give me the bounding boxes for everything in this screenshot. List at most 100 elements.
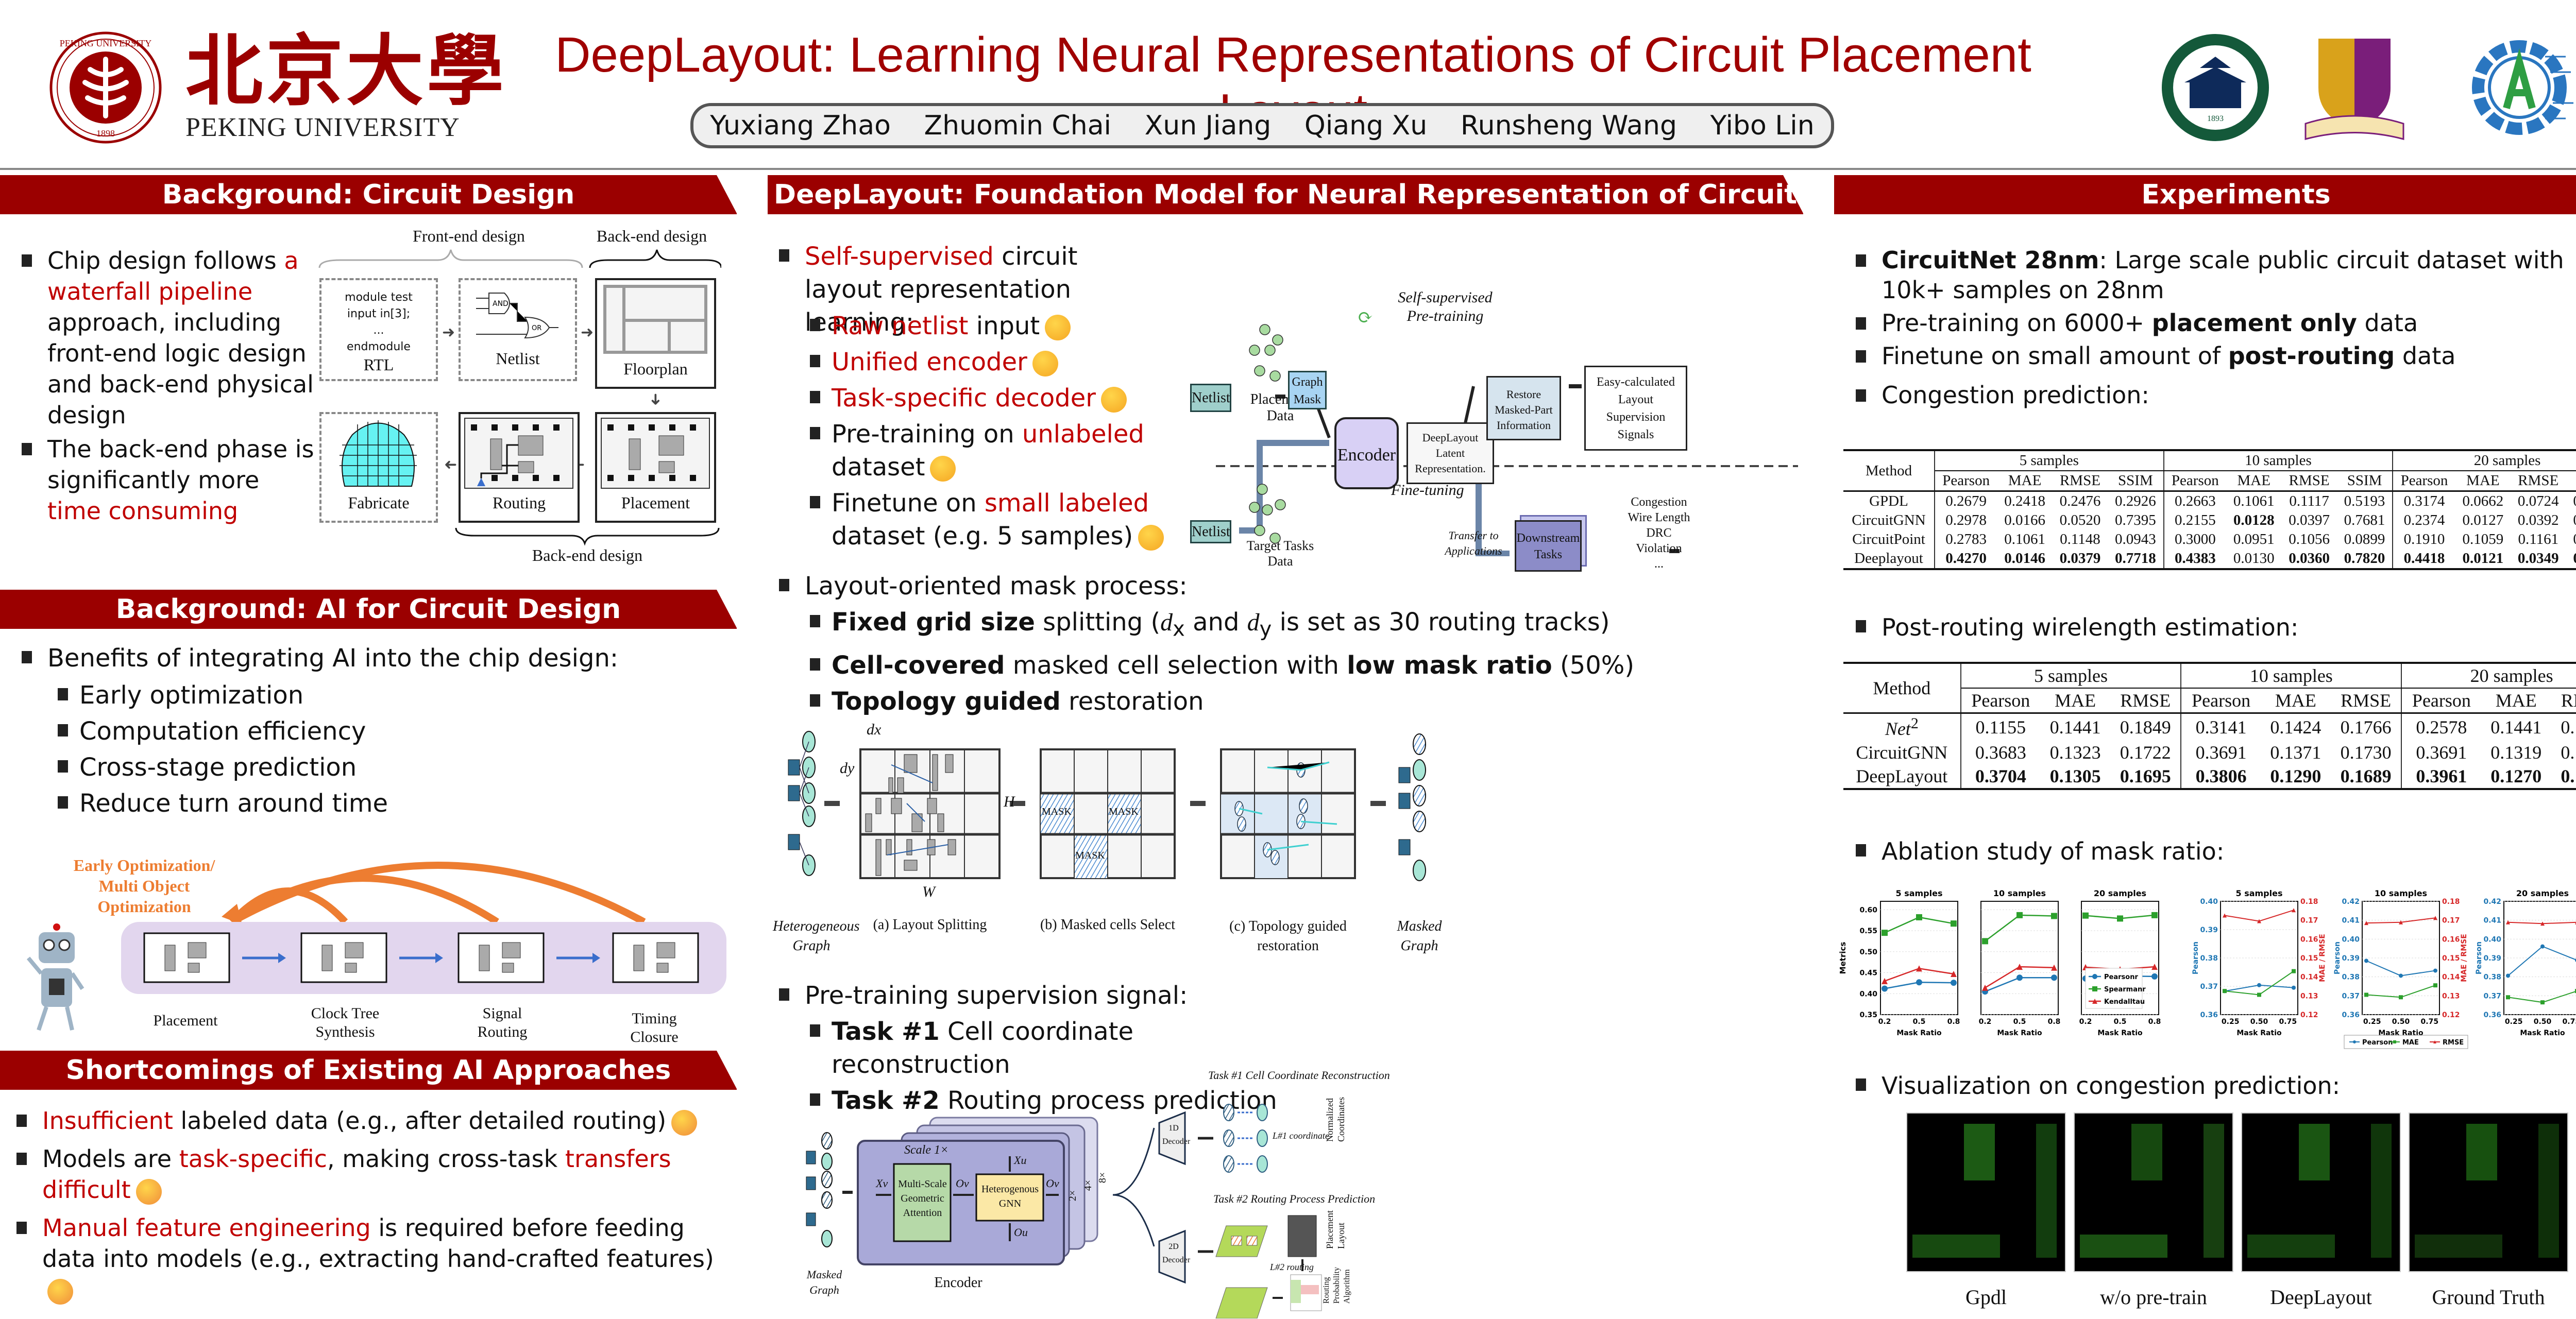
encoder-decoder-graphics bbox=[806, 1104, 1322, 1318]
data-point bbox=[2575, 989, 2576, 993]
data-point bbox=[2016, 912, 2023, 918]
author: Zhuomin Chai bbox=[924, 110, 1112, 141]
data-point bbox=[1951, 920, 1957, 927]
shortcomings-list: Insufficient labeled data (e.g., after d… bbox=[5, 1102, 726, 1308]
bullet-item: Chip design follows a waterfall pipeline… bbox=[10, 245, 319, 431]
mask-process-list: Layout-oriented mask process: bbox=[768, 567, 1798, 606]
encoder-box: Encoder bbox=[1334, 417, 1399, 489]
highlight-text: a waterfall pipeline bbox=[47, 247, 299, 305]
value-cell: 0.7693 bbox=[2566, 511, 2576, 530]
bold-text: Cell-covered bbox=[832, 650, 1005, 680]
x-tick-label: 0.5 bbox=[1913, 1018, 1926, 1026]
data-point bbox=[2353, 1040, 2356, 1043]
bold-text: placement only bbox=[2151, 309, 2357, 337]
x-tick-label: 0.5 bbox=[2114, 1018, 2127, 1026]
text: data bbox=[2395, 342, 2456, 370]
value-cell: 0.0379 bbox=[2059, 550, 2101, 567]
code-line: ... bbox=[373, 324, 384, 337]
left-y-tick-label: 0.37 bbox=[2483, 992, 2501, 1000]
visualization-heading: Visualization on congestion prediction: bbox=[1844, 1066, 2576, 1105]
highlight-text: task-specific bbox=[179, 1145, 327, 1173]
data-point bbox=[2292, 985, 2296, 990]
decoder-1d: 1D Decoder bbox=[1162, 1124, 1191, 1146]
value-cell: 0.1056 bbox=[2289, 531, 2330, 547]
data-point bbox=[2151, 964, 2158, 970]
xu-label: Xu bbox=[1014, 1154, 1027, 1167]
mask-process-diagram: dx dy H W MASK MASK MASK Heterogeneous G… bbox=[773, 711, 1803, 989]
value-cell: 0.1441 bbox=[2490, 717, 2542, 738]
bullet-item: Topology guided restoration bbox=[799, 685, 1777, 718]
math-sub: x bbox=[1173, 617, 1185, 641]
restore-info-box: Restore Masked-Part Information bbox=[1486, 376, 1561, 440]
value-cell: 0.1323 bbox=[2049, 742, 2101, 763]
right-y-tick-label: 0.12 bbox=[2300, 1011, 2318, 1019]
ablation-heading: Ablation study of mask ratio: bbox=[1844, 832, 2576, 871]
x-tick-label: 0.50 bbox=[2392, 1018, 2410, 1026]
math-text: d bbox=[1247, 609, 1260, 636]
peking-university-logo: PEKING UNIVERSITY 1898 bbox=[49, 31, 162, 144]
value-cell: 0.0943 bbox=[2108, 530, 2164, 549]
mask-diagram-graphics bbox=[788, 731, 1426, 881]
author: Xun Jiang bbox=[1144, 110, 1272, 141]
right-y-tick-label: 0.18 bbox=[2300, 898, 2318, 906]
y-axis-label: Metrics bbox=[1838, 942, 1848, 974]
section-heading-experiments: Experiments bbox=[1834, 175, 2576, 214]
left-y-tick-label: 0.38 bbox=[2483, 973, 2501, 982]
placement-icon bbox=[601, 418, 710, 489]
legend-box bbox=[2344, 1035, 2468, 1049]
panel-title: 5 samples bbox=[1895, 888, 1942, 898]
group-header: 10 samples bbox=[2181, 663, 2402, 689]
x-tick-label: 0.25 bbox=[2222, 1018, 2240, 1026]
data-point bbox=[2506, 920, 2510, 924]
bullet-item: Congestion prediction: bbox=[1844, 380, 2576, 410]
text: Pre-training on bbox=[832, 420, 1022, 449]
university-name-english: PEKING UNIVERSITY bbox=[185, 113, 460, 142]
column-header: RMSE bbox=[2551, 688, 2576, 714]
text: is set as 30 routing tracks) bbox=[1272, 608, 1610, 637]
highlight-text: unlabeled bbox=[1022, 420, 1144, 449]
or-gate-label: OR bbox=[532, 324, 541, 332]
value-cell: 0.1793 bbox=[2561, 717, 2576, 738]
code-line: module test bbox=[345, 291, 413, 304]
column-header: MAE bbox=[2226, 471, 2282, 492]
scale-2x: 2× bbox=[1067, 1190, 1079, 1202]
bullet-item: Pre-training on 6000+ placement only dat… bbox=[1844, 308, 2576, 338]
task2-title: Task #2 Routing Process Prediction bbox=[1213, 1192, 1376, 1205]
column-header: Pearson bbox=[2401, 688, 2481, 714]
text: approach, including front-end logic desi… bbox=[47, 309, 314, 429]
x-tick-label: 0.2 bbox=[2079, 1018, 2092, 1026]
text: dataset bbox=[832, 453, 925, 482]
column-header: Method bbox=[1843, 663, 1961, 714]
refresh-cycle-icon: ⟳ bbox=[1358, 307, 1374, 328]
column-header: MAE bbox=[2455, 471, 2511, 492]
height-label: H bbox=[1004, 793, 1015, 810]
column-header: Pearson bbox=[1934, 471, 1997, 492]
placement-layout-label: Placement Layout bbox=[1325, 1210, 1346, 1249]
text: , making cross-task bbox=[327, 1145, 565, 1173]
text: and bbox=[1184, 608, 1247, 637]
stage-label: Timing Closure bbox=[630, 1010, 679, 1046]
middle-column: DeepLayout: Foundation Model for Neural … bbox=[768, 175, 1804, 1319]
left-y-tick-label: 0.39 bbox=[2483, 954, 2501, 963]
ablation-chart-regression: 5 samples0.360.370.380.390.400.120.130.1… bbox=[2192, 888, 2576, 1049]
group-header: 5 samples bbox=[1934, 450, 2164, 471]
value-cell: 0.0662 bbox=[2462, 493, 2504, 509]
column-header: Method bbox=[1843, 450, 1935, 492]
highlight-text: Raw netlist bbox=[832, 312, 969, 340]
right-y-tick-label: 0.15 bbox=[2300, 954, 2318, 963]
data-point bbox=[1882, 930, 1888, 936]
value-cell: 0.0128 bbox=[2233, 512, 2275, 528]
legend-label: MAE bbox=[2402, 1039, 2419, 1047]
sad-face-icon bbox=[671, 1109, 698, 1136]
left-y-axis-label: Pearson bbox=[2192, 941, 2200, 974]
value-cell: 0.3174 bbox=[2403, 493, 2445, 509]
column-header: MAE bbox=[2481, 688, 2551, 714]
highlight-text: time consuming bbox=[47, 497, 239, 525]
label-line: Multi Object Optimization bbox=[97, 877, 191, 916]
legend-label: Pearsonr bbox=[2104, 973, 2138, 981]
heatmap-ground-truth bbox=[2409, 1112, 2568, 1272]
downstream-outputs: Congestion Wire Length DRC Violation ... bbox=[1628, 495, 1690, 571]
sad-face-icon bbox=[47, 1278, 73, 1305]
